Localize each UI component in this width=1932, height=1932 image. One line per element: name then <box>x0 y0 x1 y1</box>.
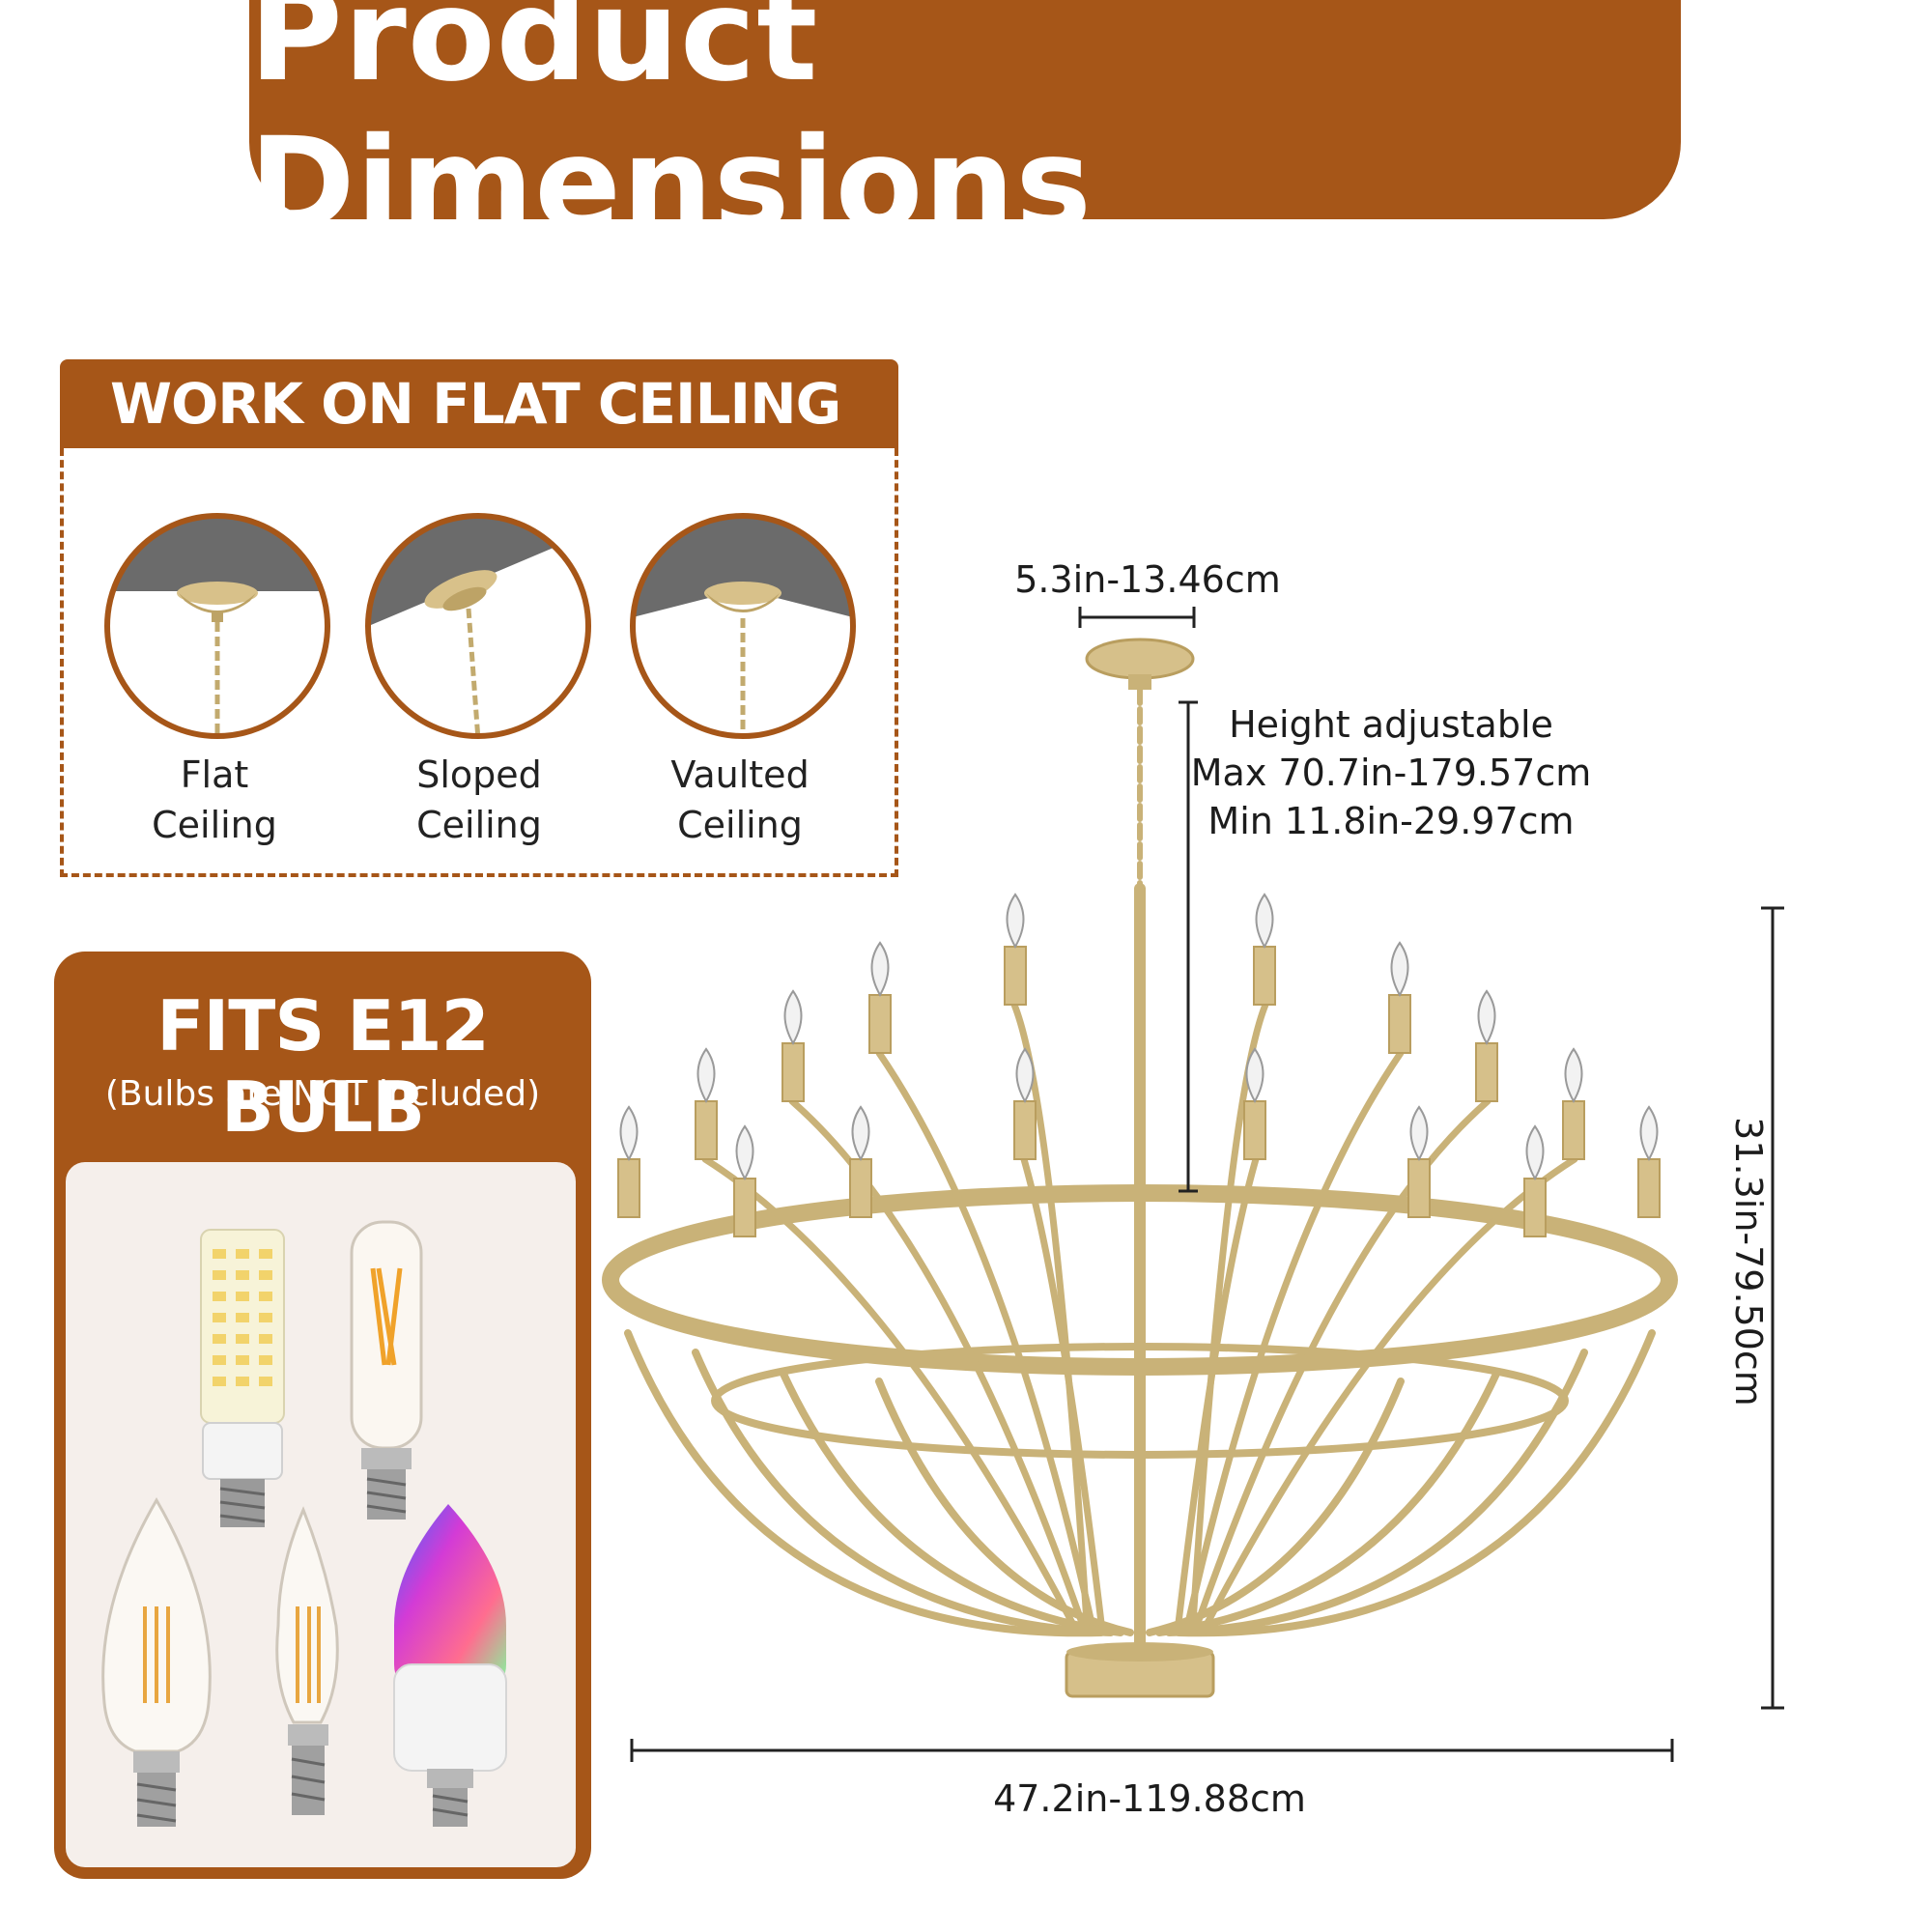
height-min-label: Min 11.8in-29.97cm <box>1208 800 1575 842</box>
led-corn-bulb-icon <box>200 1229 285 1527</box>
bulb-illustrations <box>101 1220 507 1827</box>
total-height-label: 31.3in-79.50cm <box>1727 1117 1770 1406</box>
canopy-width-label: 5.3in-13.46cm <box>1014 558 1281 601</box>
tubular-filament-bulb-icon <box>350 1220 423 1520</box>
page-title: Product Dimensions <box>249 0 1093 259</box>
smart-rgb-bulb-icon <box>393 1504 507 1827</box>
bulb-title: FITS E12 BULB <box>156 985 489 1148</box>
bulb-note: (Bulbs are NOT included) <box>104 1074 541 1114</box>
sloped-ceiling-illustration <box>365 513 591 739</box>
title-banner: Product Dimensions <box>249 0 1681 259</box>
height-adjustable-label: Height adjustable <box>1229 703 1553 746</box>
height-max-label: Max 70.7in-179.57cm <box>1190 752 1592 794</box>
ceiling-types-box <box>60 448 898 877</box>
flat-ceiling-illustration <box>104 513 330 739</box>
candle-filament-bulb-icon <box>101 1497 212 1827</box>
width-label: 47.2in-119.88cm <box>993 1777 1306 1820</box>
vaulted-ceiling-illustration <box>630 513 856 739</box>
chandelier-illustration <box>602 638 1678 1698</box>
ceiling-header-text: WORK ON FLAT CEILING <box>110 371 841 437</box>
flame-tip-bulb-icon <box>275 1506 339 1815</box>
ceiling-header: WORK ON FLAT CEILING <box>60 359 898 448</box>
